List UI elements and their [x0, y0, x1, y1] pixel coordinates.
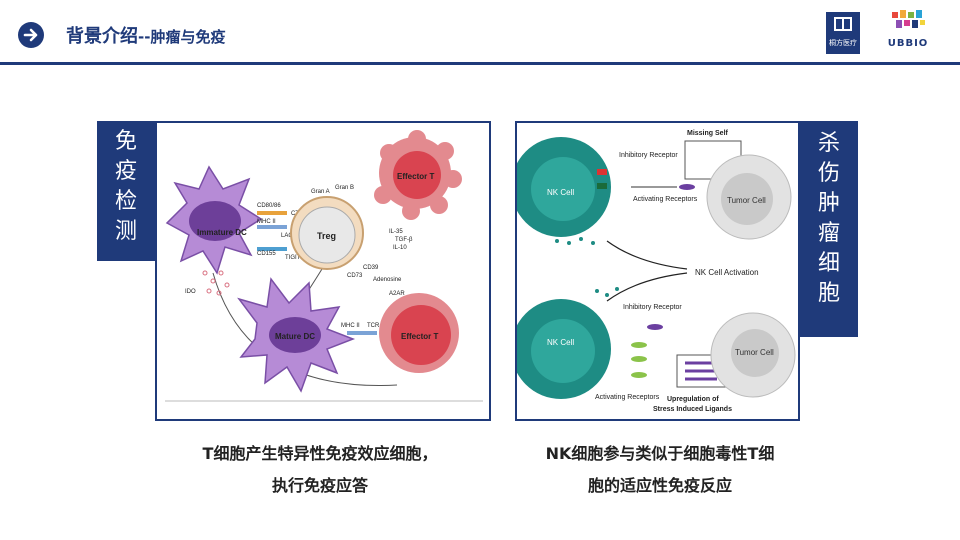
tumor-cell-top-nucleus	[721, 173, 773, 225]
t-cell-diagram: Immature DC CD80/86 CTLA-4 MHC II LAG3 C…	[165, 130, 483, 402]
mhc2-label: MHC II	[257, 219, 276, 225]
t-cell-diagram-panel: Immature DC CD80/86 CTLA-4 MHC II LAG3 C…	[155, 121, 491, 421]
inhibitory-receptor-bottom-label: Inhibitory Receptor	[623, 304, 682, 311]
gran-b-label: Gran B	[335, 185, 354, 191]
granule-dots-bottom	[595, 287, 619, 297]
effector-t-bottom-label: Effector T	[401, 332, 438, 341]
il35-label: IL-35	[389, 229, 403, 235]
tcr-label: TCR	[367, 323, 380, 329]
activating-ligand-3	[631, 372, 647, 378]
cd80-86-label: CD80/86	[257, 203, 281, 209]
nk-activation-label: NK Cell Activation	[695, 268, 759, 277]
effector-t-top-cell	[374, 130, 462, 220]
tigit-label: TIGIT	[285, 255, 301, 261]
mature-dc-label: Mature DC	[275, 332, 315, 341]
tongfang-logo: 桐方医疗	[826, 12, 860, 54]
treg-label: Treg	[317, 231, 336, 241]
kill-tumor-cell-label: 杀 伤 肿 瘤 细 胞	[800, 121, 858, 337]
mhc-tcr-pair	[347, 331, 377, 335]
inhibitory-receptor-top-label: Inhibitory Receptor	[619, 152, 678, 159]
nk-cell-bottom-label: NK Cell	[547, 338, 574, 347]
activating-ligand-1	[631, 342, 647, 348]
tumor-cell-bottom-label: Tumor Cell	[735, 348, 774, 357]
inhibitory-ligand-bottom	[647, 324, 663, 330]
ubbio-logo-mark	[878, 8, 938, 58]
nk-cell-caption: NK细胞参与类似于细胞毒性T细 胞的适应性免疫反应	[510, 438, 810, 502]
ido-dots	[202, 270, 230, 296]
right-label-char: 瘤	[817, 221, 840, 246]
immune-detection-label: 免 疫 检 测	[97, 121, 155, 261]
right-label-char: 细	[817, 251, 840, 276]
mature-dc-nucleus	[269, 317, 321, 353]
gran-a-label: Gran A	[311, 189, 330, 195]
effector-t-top-label: Effector T	[397, 172, 434, 181]
inhibitory-receptor-top-marker	[597, 169, 607, 175]
granule-dots-top	[555, 237, 595, 245]
left-label-char: 疫	[114, 159, 137, 184]
nk-cell-caption-line-2: 胞的适应性免疫反应	[587, 476, 732, 495]
a2ar-label: A2AR	[389, 291, 405, 297]
effector-t-bottom-cell	[391, 305, 451, 365]
treg-cell-inner	[298, 206, 356, 264]
tongfang-logo-text: 桐方医疗	[829, 39, 857, 47]
ubbio-logo-text: UBBIO	[887, 38, 929, 49]
activating-receptor-top-marker	[597, 183, 607, 189]
activating-ligand-2	[631, 356, 647, 362]
cd155-label: CD155	[257, 251, 276, 257]
nk-cell-top-nucleus	[531, 157, 595, 221]
page-title: 背景介绍--肿瘤与免疫	[66, 22, 225, 48]
il10-label: IL-10	[393, 245, 407, 251]
nk-cell-diagram-panel: NK Cell Inhibitory Receptor Activating R…	[511, 121, 800, 421]
ligand-top	[679, 184, 695, 190]
t-cell-caption-line-1: T细胞产生特异性免疫效应细胞，	[202, 444, 438, 463]
page-title-main: 背景介绍	[66, 26, 138, 47]
cd155-tigit-pair	[257, 247, 287, 251]
activation-arrow-top	[606, 240, 688, 270]
right-label-char: 肿	[817, 191, 840, 216]
mhc2-b-label: MHC II	[341, 323, 360, 329]
immature-dc-nucleus	[189, 201, 241, 241]
upregulation-label-1: Upregulation of	[667, 396, 719, 403]
nk-cell-caption-line-1: NK细胞参与类似于细胞毒性T细	[545, 444, 775, 463]
nk-cell-diagram: NK Cell Inhibitory Receptor Activating R…	[511, 130, 796, 413]
mhc-lag3-pair	[257, 225, 287, 229]
tumor-cell-bottom-nucleus	[731, 329, 779, 377]
left-label-char: 测	[114, 219, 137, 244]
tgfb-label: TGF-β	[395, 237, 413, 243]
lag3-label: LAG3	[281, 233, 297, 239]
left-label-char: 检	[114, 189, 137, 214]
arrow-right-icon	[18, 22, 44, 48]
immature-dc-label: Immature DC	[197, 228, 247, 237]
page-title-sub: --肿瘤与免疫	[138, 28, 226, 46]
activation-arrow-bottom	[606, 272, 688, 302]
activating-receptors-top-label: Activating Receptors	[633, 196, 698, 203]
activating-receptors-bottom-label: Activating Receptors	[595, 394, 660, 401]
cd39-label: CD39	[363, 265, 379, 271]
nk-cell-bottom-nucleus	[531, 319, 595, 383]
tumor-cell-top-label: Tumor Cell	[727, 196, 766, 205]
nk-cell-top-label: NK Cell	[547, 188, 574, 197]
cd80-ctla4-pair	[257, 211, 287, 215]
t-cell-caption: T细胞产生特异性免疫效应细胞， 执行免疫应答	[150, 438, 490, 502]
ido-label: IDO	[185, 289, 196, 295]
adenosine-label: Adenosine	[373, 277, 402, 283]
right-label-char: 杀	[817, 131, 840, 156]
right-label-char: 胞	[817, 281, 840, 306]
left-label-char: 免	[114, 129, 137, 154]
t-cell-caption-line-2: 执行免疫应答	[271, 476, 368, 495]
missing-self-label: Missing Self	[687, 130, 729, 137]
right-label-char: 伤	[817, 161, 840, 186]
cd73-label: CD73	[347, 273, 363, 279]
header-divider	[0, 62, 960, 65]
upregulation-label-2: Stress Induced Ligands	[653, 406, 732, 413]
